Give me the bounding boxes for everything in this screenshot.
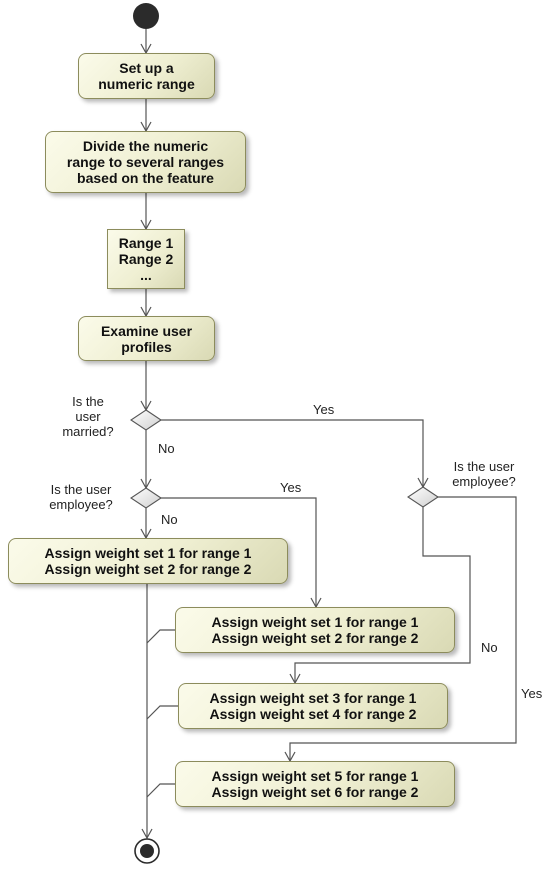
action-assign-weights-a: Assign weight set 1 for range 1 Assign w… — [8, 538, 288, 584]
decision-employee-right — [407, 486, 439, 508]
flow-emp-left-yes — [156, 497, 322, 609]
ranges-object-node: Range 1 Range 2 ... — [107, 229, 185, 289]
final-node-core — [140, 844, 154, 858]
guard-emp-right-no: No — [481, 640, 498, 655]
decision-married — [130, 409, 162, 431]
guard-emp-right-yes: Yes — [521, 686, 543, 701]
decision-married-label: Is the user married? — [62, 394, 114, 439]
action-assign-weights-d: Assign weight set 5 for range 1 Assign w… — [175, 761, 455, 807]
flow-merge-d — [146, 783, 175, 798]
action-setup-range: Set up a numeric range — [78, 53, 215, 99]
guard-married-yes: Yes — [313, 402, 335, 417]
action-assign-weights-c: Assign weight set 3 for range 1 Assign w… — [178, 683, 448, 729]
action-assign-weights-b: Assign weight set 1 for range 1 Assign w… — [175, 607, 455, 653]
guard-married-no: No — [158, 441, 175, 456]
decision-employee-left — [130, 487, 162, 509]
decision-employee-left-label: Is the user employee? — [49, 482, 113, 512]
guard-emp-left-yes: Yes — [280, 480, 302, 495]
decision-employee-right-label: Is the user employee? — [452, 459, 516, 489]
action-examine-profiles: Examine user profiles — [78, 316, 215, 361]
guard-emp-left-no: No — [161, 512, 178, 527]
flow-emp-right-no — [289, 507, 471, 685]
initial-node — [133, 3, 159, 29]
flow-merge-b — [146, 629, 175, 644]
action-divide-range: Divide the numeric range to several rang… — [45, 131, 246, 193]
flow-merge-c — [146, 705, 178, 720]
flow-married-yes — [156, 419, 429, 489]
flow-emp-right-yes — [284, 496, 517, 763]
